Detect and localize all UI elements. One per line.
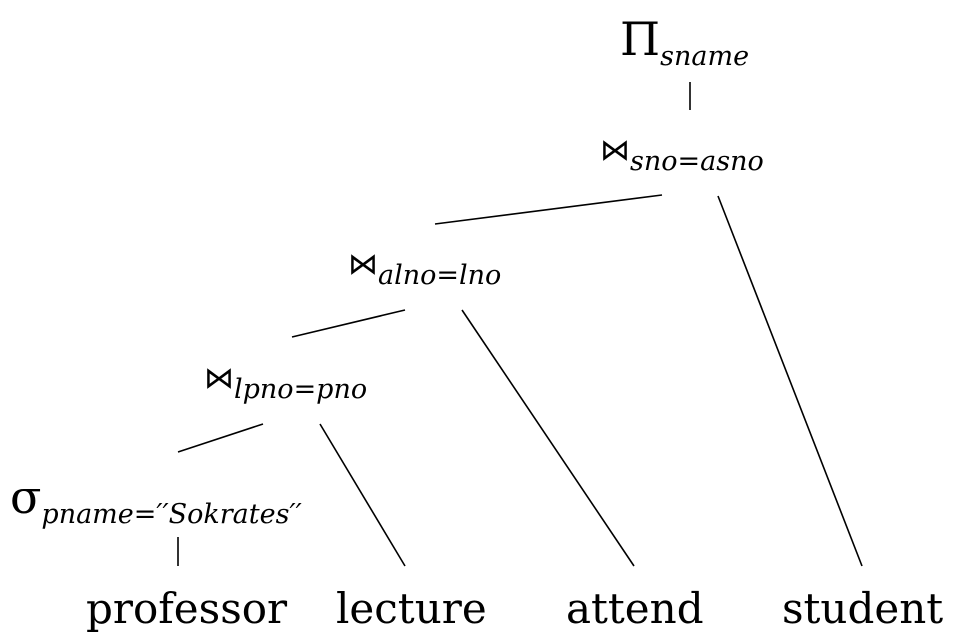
relation-student: student	[782, 584, 944, 633]
edge-join3-to-selection	[177, 423, 264, 453]
join-condition: lpno=pno	[234, 374, 368, 405]
relation-professor: professor	[86, 584, 288, 633]
join-condition: sno=asno	[630, 146, 764, 177]
join-node-1: ⋈sno=asno	[600, 133, 764, 176]
selection-subscript: pname=′′Sokrates′′	[41, 499, 302, 530]
relation-attend: attend	[566, 584, 704, 633]
projection-subscript: sname	[660, 41, 750, 72]
edge-join1-to-student	[717, 195, 863, 567]
edge-join2-to-attend	[461, 309, 635, 567]
selection-symbol: σ	[10, 470, 42, 524]
selection-node: σpname=′′Sokrates′′	[10, 474, 302, 528]
edge-join1-to-join2	[434, 194, 663, 225]
join-symbol: ⋈	[600, 133, 630, 168]
join-symbol: ⋈	[204, 361, 234, 396]
edge-join2-to-join3	[291, 309, 406, 338]
projection-node: Πsname	[620, 16, 749, 70]
join-node-2: ⋈alno=lno	[348, 247, 501, 290]
join-condition: alno=lno	[378, 260, 502, 291]
projection-symbol: Π	[620, 12, 661, 66]
join-node-3: ⋈lpno=pno	[204, 361, 367, 404]
relation-lecture: lecture	[336, 584, 487, 633]
join-symbol: ⋈	[348, 247, 378, 282]
edge-join3-to-lecture	[319, 423, 406, 567]
